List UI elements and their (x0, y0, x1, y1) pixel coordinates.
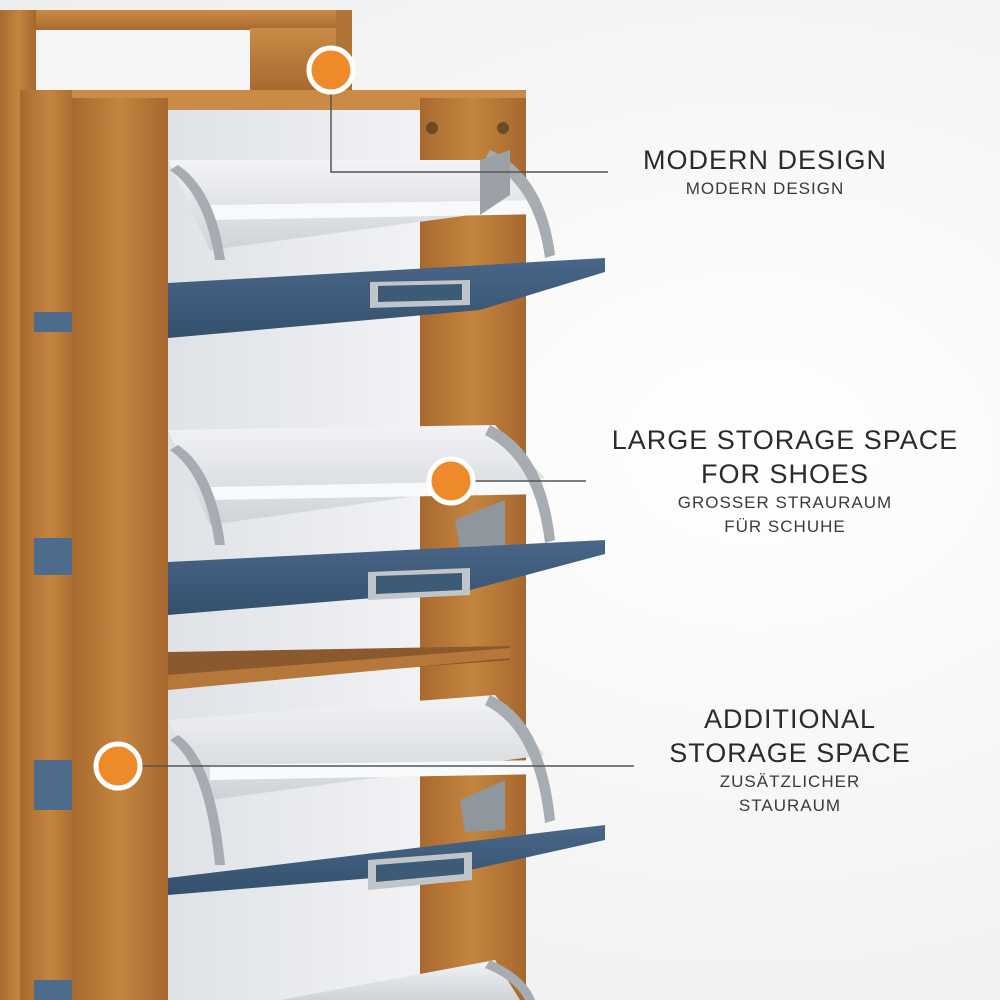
callout-label-large-storage: LARGE STORAGE SPACE FOR SHOES GROSSER ST… (585, 423, 985, 539)
callout-title: MODERN DESIGN (642, 145, 888, 175)
callout-subtitle: FÜR SCHUHE (724, 517, 846, 536)
callout-subtitle: STAURAUM (738, 796, 842, 815)
callout-title: FOR SHOES (700, 459, 870, 489)
callout-subtitle: ZUSÄTZLICHER (719, 772, 861, 791)
callout-title: LARGE STORAGE SPACE (611, 425, 959, 455)
flip-drawer-1 (168, 150, 605, 338)
callout-dot-additional (93, 741, 143, 791)
flip-drawer-3 (168, 695, 605, 895)
callout-dot-modern (306, 45, 356, 95)
callout-label-additional-storage: ADDITIONAL STORAGE SPACE ZUSÄTZLICHER ST… (640, 702, 940, 818)
callout-dots (93, 45, 476, 791)
callout-title: ADDITIONAL (703, 704, 877, 734)
callout-title: STORAGE SPACE (669, 738, 911, 768)
front-cabinet (72, 90, 526, 1000)
callout-dot-large (426, 456, 476, 506)
flip-drawer-4 (280, 960, 535, 1000)
callout-subtitle: MODERN DESIGN (685, 179, 845, 198)
callout-subtitle: GROSSER STRAURAUM (677, 493, 893, 512)
callout-line-modern (330, 70, 608, 173)
back-cabinet (0, 10, 352, 1000)
callout-label-modern: MODERN DESIGN MODERN DESIGN (620, 143, 910, 201)
